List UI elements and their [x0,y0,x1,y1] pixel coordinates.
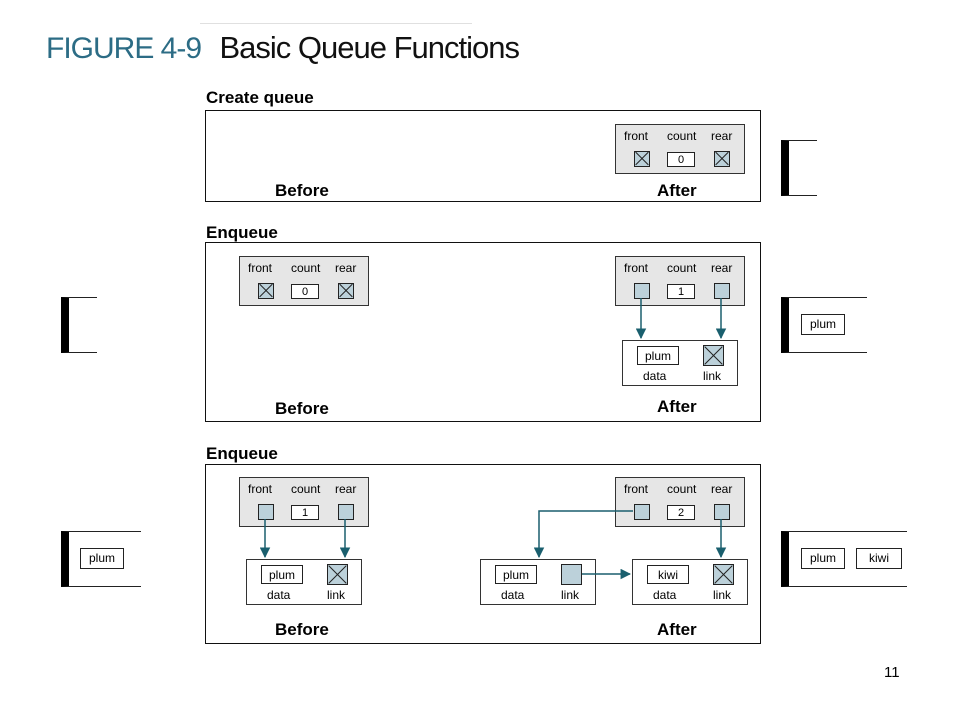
front-pointer-cell [634,283,650,299]
enqueue2-after-node-kiwi: kiwi data link [632,559,748,605]
section-title-enqueue-2: Enqueue [206,444,278,463]
data-label: data [501,588,525,602]
queue-item: plum [801,548,845,569]
rear-label: rear [335,261,357,275]
figure-label: FIGURE 4-9 [46,32,202,65]
rear-null-cell [338,283,354,299]
enqueue1-before-queue-head: front count rear 0 [239,256,369,306]
node-link-null-box [703,345,724,366]
front-label: front [248,482,273,496]
rear-pointer-cell [338,504,354,520]
front-label: front [624,482,649,496]
figure-heading: FIGURE 4-9 Basic Queue Functions [46,30,520,66]
enqueue1-after-label: After [657,397,697,416]
enqueue1-after-node-plum: plum data link [622,340,738,386]
node-data-box: plum [495,565,537,584]
enqueue1-before-label: Before [275,399,329,418]
count-box: 1 [291,505,319,520]
link-label: link [703,369,722,383]
rear-label: rear [711,129,733,143]
node-link-null-box [713,564,734,585]
count-label: count [667,482,697,496]
rear-label: rear [711,482,733,496]
front-pointer-cell [634,504,650,520]
create-after-label: After [657,181,697,200]
count-label: count [667,261,697,275]
data-label: data [267,588,291,602]
enqueue1-before-queue-bracket [61,297,97,353]
enqueue2-before-queue-head: front count rear 1 [239,477,369,527]
enqueue2-before-queue-bracket [61,531,141,587]
enqueue2-after-node-plum: plum data link [480,559,596,605]
queue-item: kiwi [856,548,902,569]
enqueue2-after-queue-bracket [781,531,907,587]
enqueue2-before-node-plum: plum data link [246,559,362,605]
front-label: front [624,129,649,143]
data-label: data [653,588,677,602]
create-result-queue-bracket [781,140,817,196]
front-null-cell [634,151,650,167]
queue-item: plum [80,548,124,569]
count-box: 2 [667,505,695,520]
count-box: 0 [291,284,319,299]
node-data-box: kiwi [647,565,689,584]
node-link-pointer-box [561,564,582,585]
rear-label: rear [335,482,357,496]
link-label: link [561,588,580,602]
node-data-box: plum [637,346,679,365]
front-null-cell [258,283,274,299]
page-number: 11 [884,664,900,681]
create-before-label: Before [275,181,329,200]
section-title-enqueue-1: Enqueue [206,223,278,242]
data-label: data [643,369,667,383]
section-title-create: Create queue [206,88,314,107]
rear-label: rear [711,261,733,275]
count-label: count [291,482,321,496]
link-label: link [327,588,346,602]
node-data-box: plum [261,565,303,584]
create-after-queue-head: front count rear 0 [615,124,745,174]
count-box: 0 [667,152,695,167]
front-label: front [248,261,273,275]
queue-item: plum [801,314,845,335]
rear-pointer-cell [714,283,730,299]
count-label: count [667,129,697,143]
enqueue2-after-queue-head: front count rear 2 [615,477,745,527]
enqueue2-before-label: Before [275,620,329,639]
enqueue1-after-queue-head: front count rear 1 [615,256,745,306]
enqueue1-after-queue-bracket [781,297,867,353]
rear-null-cell [714,151,730,167]
figure-title: Basic Queue Functions [219,30,520,65]
front-label: front [624,261,649,275]
node-link-null-box [327,564,348,585]
count-box: 1 [667,284,695,299]
link-label: link [713,588,732,602]
count-label: count [291,261,321,275]
rear-pointer-cell [714,504,730,520]
heading-underline [200,23,472,24]
enqueue2-after-label: After [657,620,697,639]
front-pointer-cell [258,504,274,520]
